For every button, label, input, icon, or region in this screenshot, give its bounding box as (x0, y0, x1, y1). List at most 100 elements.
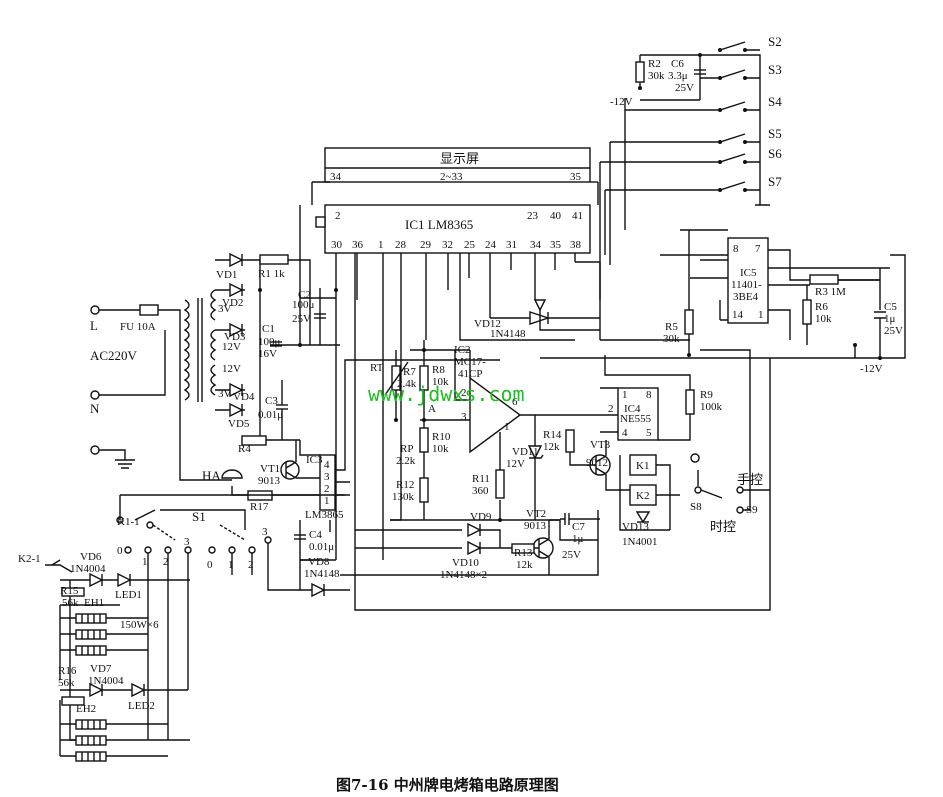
eh1-elements (60, 613, 148, 656)
k1-1-label: K1-1 (117, 516, 140, 528)
r16-value: 56k (58, 677, 75, 689)
r11-label: R11 (472, 473, 490, 485)
manual-contact[interactable] (736, 486, 744, 494)
r11-value: 360 (472, 485, 489, 497)
ic5-pin-14: 14 (732, 309, 744, 321)
s2-switch[interactable]: S2 (718, 34, 782, 52)
s1-pos-1-left[interactable] (144, 546, 152, 554)
vt1-transistor: VT1 9013 (258, 440, 320, 487)
vd1-label: VD1 (216, 269, 237, 281)
ic1-lm8365: IC1 LM8365 2 23 40 41 30 36 1 28 29 32 2… (300, 204, 591, 560)
s1-pos-2-left[interactable] (164, 546, 172, 554)
ic1-pin-34: 34 (530, 239, 542, 251)
l-terminal[interactable] (90, 305, 100, 315)
vd11-label: VD11 (512, 446, 538, 458)
c7-label: C7 (572, 521, 585, 533)
c6-voltage: 25V (675, 82, 694, 94)
ic1-pin-29: 29 (420, 239, 432, 251)
transformer: 3V 12V 12V 3V (183, 289, 241, 402)
ic4-pin-8: 8 (646, 389, 652, 401)
s1-left-0: 0 (117, 545, 123, 557)
s8-s9-switches: S8 S9 手控 时控 (690, 349, 771, 565)
r10-value: 10k (432, 443, 449, 455)
t-3v-b: 3V (218, 388, 232, 400)
r14-value: 12k (543, 441, 560, 453)
k2-label: K2 (636, 490, 649, 502)
vd6-label: VD6 (80, 551, 102, 563)
r15-label: R15 (60, 585, 79, 597)
s1-right-0: 0 (207, 559, 213, 571)
s1-pos-1-right[interactable] (228, 546, 236, 554)
fuse (139, 304, 159, 316)
vd9-label: VD9 (470, 511, 492, 523)
ground-terminal[interactable] (90, 445, 100, 455)
s8-switch[interactable] (694, 486, 702, 494)
vd12-diode: VD12 1N4148 (474, 299, 600, 340)
vd6-diode: VD6 1N4004 (70, 551, 106, 588)
relays: K1 K2 VD13 1N4001 (619, 454, 680, 548)
k1-label: K1 (636, 460, 649, 472)
vd5-label: VD5 (228, 418, 250, 430)
vd13-part: 1N4001 (622, 536, 657, 548)
r14-label: R14 (543, 429, 562, 441)
s6-switch[interactable]: S6 (600, 146, 782, 164)
rp-label: RP (400, 443, 413, 455)
c5-label: C5 (884, 301, 897, 313)
r9-label: R9 (700, 389, 713, 401)
r4-label: R4 (238, 443, 251, 455)
ic4-pin-5: 5 (646, 427, 652, 439)
r10-resistor (419, 427, 429, 453)
vd7-diode: VD7 1N4004 (88, 663, 124, 698)
c1-label: C1 (262, 323, 275, 335)
s7-switch[interactable]: S7 (605, 174, 782, 192)
ic3-part: LM3865 (305, 509, 344, 521)
s1-pos-2-right[interactable] (248, 546, 256, 554)
r12-resistor (419, 477, 429, 503)
t-3v-a: 3V (218, 303, 232, 315)
s1-pos-0-right[interactable] (208, 546, 216, 554)
ic1-pin-28: 28 (395, 239, 407, 251)
c4-vd8: C4 0.01μ VD8 1N4148 (294, 520, 350, 598)
vd10-part: 1N4148×2 (440, 569, 487, 581)
r4-resistor (241, 435, 267, 446)
c2-value: 100μ (292, 299, 315, 311)
ic5-pin-8: 8 (733, 243, 739, 255)
vd8-part: 1N4148 (304, 568, 340, 580)
c6-label: C6 (671, 58, 684, 70)
rp-value: 2.2k (396, 455, 416, 467)
s9-label: S9 (746, 504, 758, 516)
r13-label: R13 (514, 547, 533, 559)
s4-label: S4 (768, 94, 782, 109)
ic3-lm3865: IC3 4 3 2 1 LM3865 (299, 359, 500, 521)
r2-value: 30k (648, 70, 665, 82)
vd6-part: 1N4004 (70, 563, 106, 575)
r3-resistor (809, 274, 839, 285)
ic5-chip: 8 7 IC5 11401- 3BE4 14 1 R3 1M R6 10k C5… (540, 229, 906, 375)
n-terminal[interactable] (90, 390, 100, 400)
s3-switch[interactable]: S3 (700, 62, 782, 80)
vd5-diode: VD5 (228, 402, 250, 430)
vd3-diode: VD3 (224, 322, 246, 343)
vd1-diode: VD1 (216, 252, 244, 281)
s1-selector[interactable]: K1-1 S1 0 1 2 3 0 1 2 3 (116, 494, 345, 740)
s4-switch[interactable]: S4 (625, 94, 782, 112)
r14-vt3: R14 12k VT3 9012 (543, 429, 630, 491)
vd12-part: 1N4148 (490, 328, 526, 340)
buzzer-ha: HA R17 (202, 468, 320, 513)
watermark: www.jdwxs.com (368, 382, 525, 406)
r6-label: R6 (815, 301, 828, 313)
ic2-pin-2: 2 (461, 387, 467, 399)
vd7-part: 1N4004 (88, 675, 124, 687)
s5-switch[interactable]: S5 (610, 126, 782, 144)
ic2-pin-3: 3 (461, 411, 467, 423)
r16-resistor (61, 696, 85, 706)
r9-value: 100k (700, 401, 723, 413)
s9-switch[interactable] (736, 506, 744, 514)
s1-left-2: 2 (163, 556, 169, 568)
vt2-part: 9013 (524, 520, 547, 532)
s1-pos-0-left[interactable] (124, 546, 132, 554)
vd7-label: VD7 (90, 663, 112, 675)
vd4-diode: VD4 (229, 382, 255, 403)
ic1-pin-23: 23 (527, 210, 539, 222)
r16-label: R16 (58, 665, 77, 677)
